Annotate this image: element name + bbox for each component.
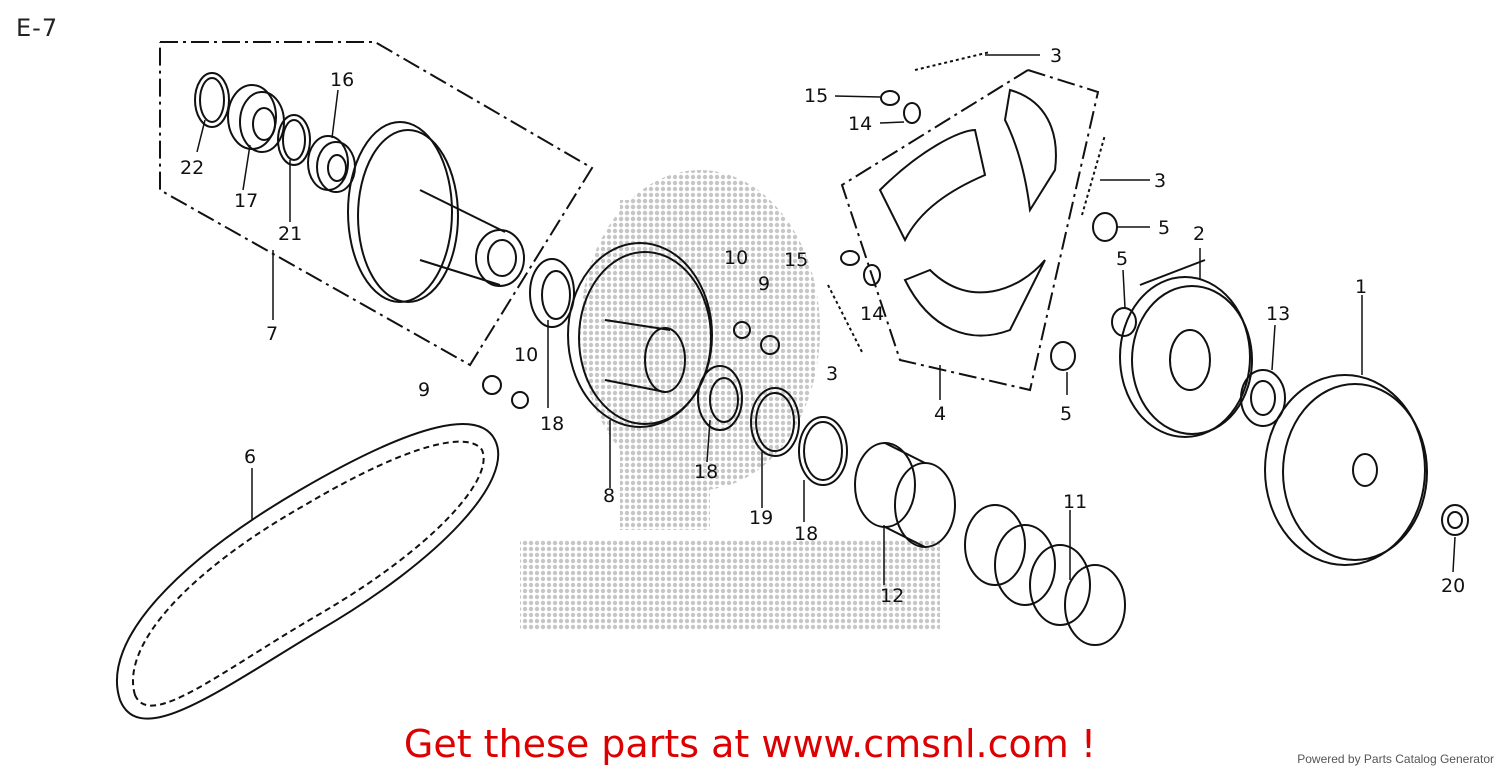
part-7-driven-face xyxy=(347,121,525,303)
callout-15-b: 15 xyxy=(784,249,808,271)
part-3-spring-a xyxy=(914,51,991,71)
part-20-nut xyxy=(1441,504,1469,536)
callout-4: 4 xyxy=(934,403,946,425)
callout-5-c: 5 xyxy=(1060,403,1072,425)
part-19-o-ring xyxy=(750,387,800,457)
part-9-pin-a xyxy=(482,375,502,395)
callout-13: 13 xyxy=(1266,303,1290,325)
callout-18-a: 18 xyxy=(540,413,564,435)
part-16-bearing xyxy=(307,135,356,193)
callout-14-a: 14 xyxy=(848,113,872,135)
callout-1: 1 xyxy=(1355,276,1367,298)
powered-by-text: Powered by Parts Catalog Generator xyxy=(1297,752,1494,766)
part-12-seal-collar xyxy=(854,442,956,548)
part-14-washer-b xyxy=(863,264,881,286)
callout-14-b: 14 xyxy=(860,303,884,325)
part-9-pin-b xyxy=(760,335,780,355)
callout-20: 20 xyxy=(1441,575,1465,597)
callout-21: 21 xyxy=(278,223,302,245)
callout-2: 2 xyxy=(1193,223,1205,245)
part-3-spring-c xyxy=(827,284,863,353)
part-5-collar-c xyxy=(1050,341,1076,371)
part-15-nut-a xyxy=(880,90,900,106)
part-10-roller-a xyxy=(511,391,529,409)
part-14-washer-a xyxy=(903,102,921,124)
part-21-snap-ring xyxy=(277,114,311,166)
callout-19: 19 xyxy=(749,507,773,529)
callout-5-b: 5 xyxy=(1116,248,1128,270)
part-4-clutch-shoes xyxy=(878,88,1057,337)
callout-9-b: 9 xyxy=(758,273,770,295)
callout-10-b: 10 xyxy=(724,247,748,269)
callout-8: 8 xyxy=(603,485,615,507)
part-2-drive-plate xyxy=(1119,259,1253,438)
part-6-drive-belt xyxy=(115,423,500,720)
callout-22: 22 xyxy=(180,157,204,179)
group-outline-7 xyxy=(159,41,594,367)
callout-17: 17 xyxy=(234,190,258,212)
part-10-roller-b xyxy=(733,321,751,339)
part-17-bearing xyxy=(227,84,285,153)
callout-3-a: 3 xyxy=(1050,45,1062,67)
callout-6: 6 xyxy=(244,446,256,468)
part-5-collar-b xyxy=(1111,307,1137,337)
group-outline-4 xyxy=(840,69,1100,392)
callout-10-a: 10 xyxy=(514,344,538,366)
callout-7: 7 xyxy=(266,323,278,345)
part-3-spring-b xyxy=(1081,134,1106,216)
callout-11: 11 xyxy=(1063,491,1087,513)
part-11-spring xyxy=(964,504,1126,646)
callout-3-b: 3 xyxy=(1154,170,1166,192)
callout-15-a: 15 xyxy=(804,85,828,107)
part-15-nut-b xyxy=(840,250,860,266)
callout-labels: 22 17 21 16 7 6 10 9 18 8 10 9 18 19 18 … xyxy=(180,45,1465,607)
callout-16: 16 xyxy=(330,69,354,91)
callout-9-a: 9 xyxy=(418,379,430,401)
callout-5-a: 5 xyxy=(1158,217,1170,239)
part-13-lock-nut xyxy=(1240,369,1286,427)
callout-18-c: 18 xyxy=(794,523,818,545)
part-18-oil-seal-a xyxy=(529,258,575,328)
watermark-logo xyxy=(520,170,940,630)
callout-12: 12 xyxy=(880,585,904,607)
promo-link[interactable]: Get these parts at www.cmsnl.com ! xyxy=(403,722,1097,766)
part-18-oil-seal-b xyxy=(697,365,743,431)
leader-lines xyxy=(196,54,1456,585)
part-22-snap-ring xyxy=(194,72,230,128)
page-code: E-7 xyxy=(16,14,59,42)
part-1-clutch-outer xyxy=(1264,374,1428,566)
part-18-o-ring-c xyxy=(798,416,848,486)
part-5-collar-a xyxy=(1092,212,1118,242)
callout-18-b: 18 xyxy=(694,461,718,483)
callout-3-c: 3 xyxy=(826,363,838,385)
part-8-movable-face xyxy=(567,242,713,428)
